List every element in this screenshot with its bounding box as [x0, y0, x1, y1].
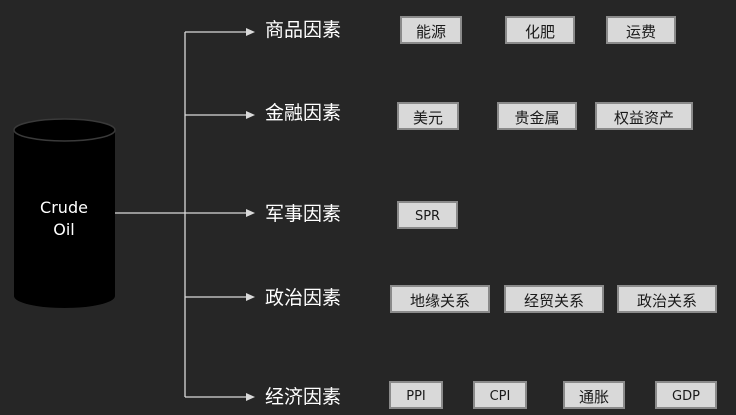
- tag-equity-assets: 权益资产: [595, 102, 693, 130]
- crude-oil-label-line1: Crude: [40, 198, 88, 217]
- tag-freight: 运费: [606, 16, 676, 44]
- connector-lines: [115, 32, 186, 397]
- tag-ppi: PPI: [389, 381, 443, 409]
- category-label-economic: 经济因素: [265, 386, 342, 408]
- arrowhead-financial: [246, 111, 255, 119]
- tag-political-relations: 政治关系: [617, 285, 717, 313]
- crude-oil-label-line2: Oil: [53, 220, 75, 239]
- tag-spr: SPR: [397, 201, 458, 229]
- tag-energy: 能源: [400, 16, 462, 44]
- arrowhead-economic: [246, 393, 255, 401]
- category-label-political: 政治因素: [265, 287, 342, 309]
- arrowhead-political: [246, 293, 255, 301]
- category-label-military: 军事因素: [265, 203, 342, 225]
- crude-oil-label: Crude Oil: [14, 197, 114, 241]
- tag-gdp: GDP: [655, 381, 717, 409]
- tag-cpi: CPI: [473, 381, 527, 409]
- category-label-financial: 金融因素: [265, 102, 342, 124]
- arrowhead-commodity: [246, 28, 255, 36]
- tag-precious-metals: 贵金属: [497, 102, 577, 130]
- branch-arrows: [185, 28, 255, 401]
- tag-fertilizer: 化肥: [505, 16, 575, 44]
- crude-oil-barrel: [13, 118, 116, 308]
- tag-usd: 美元: [397, 102, 459, 130]
- tag-inflation: 通胀: [563, 381, 625, 409]
- tag-geopolitical-relations: 地缘关系: [390, 285, 490, 313]
- arrowhead-military: [246, 209, 255, 217]
- category-label-commodity: 商品因素: [265, 19, 342, 41]
- tag-trade-relations: 经贸关系: [504, 285, 604, 313]
